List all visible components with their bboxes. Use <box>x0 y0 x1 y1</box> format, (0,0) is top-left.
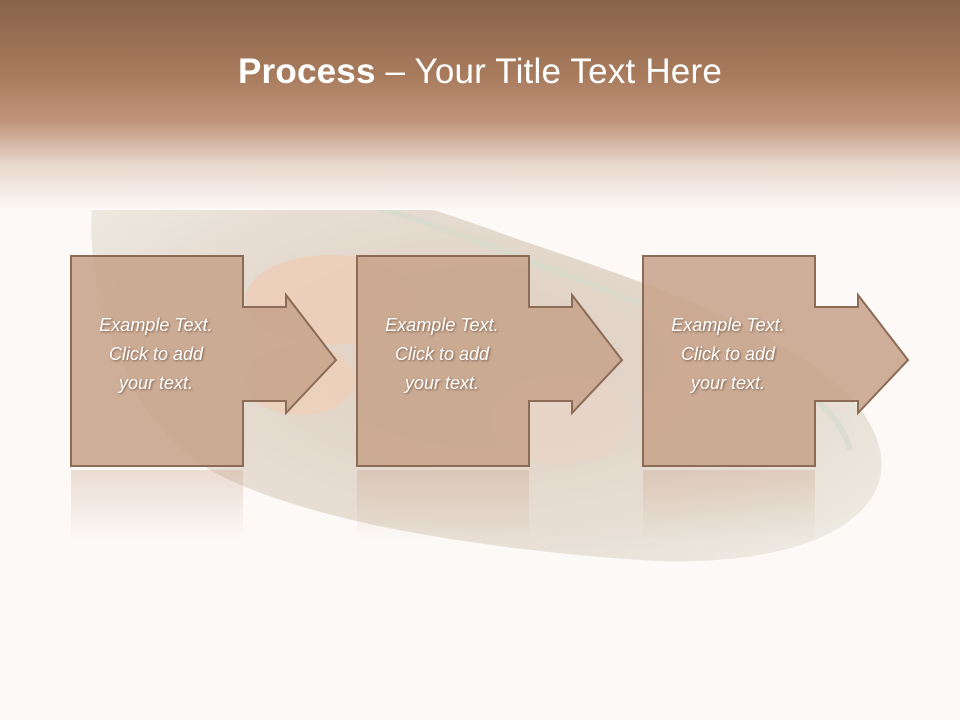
step-reflection <box>643 470 815 540</box>
process-step-1[interactable]: Example Text. Click to add your text. <box>70 255 338 467</box>
header-band <box>0 0 960 210</box>
slide-title[interactable]: Process – Your Title Text Here <box>0 52 960 92</box>
title-bold: Process <box>238 52 376 91</box>
step-arrow-shape <box>70 255 338 467</box>
step-text: Example Text. Click to add your text. <box>385 315 499 393</box>
step-text: Example Text. Click to add your text. <box>99 315 213 393</box>
step-arrow-shape <box>642 255 910 467</box>
step-reflection <box>71 470 243 540</box>
step-text: Example Text. Click to add your text. <box>671 315 785 393</box>
step-reflection <box>357 470 529 540</box>
process-step-3[interactable]: Example Text. Click to add your text. <box>642 255 910 467</box>
process-step-2[interactable]: Example Text. Click to add your text. <box>356 255 624 467</box>
step-arrow-shape <box>356 255 624 467</box>
title-rest: – Your Title Text Here <box>375 52 722 91</box>
